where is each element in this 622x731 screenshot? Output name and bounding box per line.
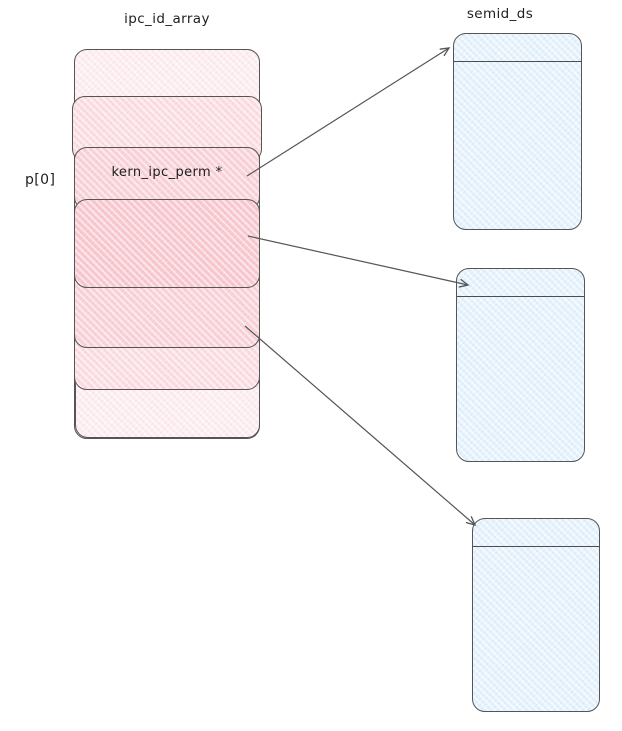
kern-ipc-perm-pointer-label: kern_ipc_perm * bbox=[111, 165, 223, 180]
array-cell-3 bbox=[74, 199, 260, 288]
semid-ds-box-2-header bbox=[473, 519, 599, 547]
arrow-cell3-to-semid1 bbox=[247, 235, 468, 285]
array-title: ipc_id_array bbox=[124, 11, 210, 27]
arrow-cell2-to-semid0 bbox=[246, 48, 449, 177]
semid-ds-title: semid_ds bbox=[466, 6, 534, 22]
semid-ds-box-1 bbox=[456, 268, 585, 462]
semid-ds-box-2 bbox=[472, 518, 600, 712]
arrow-cell4-to-semid2 bbox=[244, 325, 475, 525]
semid-ds-box-0 bbox=[453, 33, 582, 230]
semid-ds-box-0-header bbox=[454, 34, 581, 62]
semid-ds-box-1-header bbox=[457, 269, 584, 297]
array-index-label: p[0] bbox=[25, 172, 56, 188]
